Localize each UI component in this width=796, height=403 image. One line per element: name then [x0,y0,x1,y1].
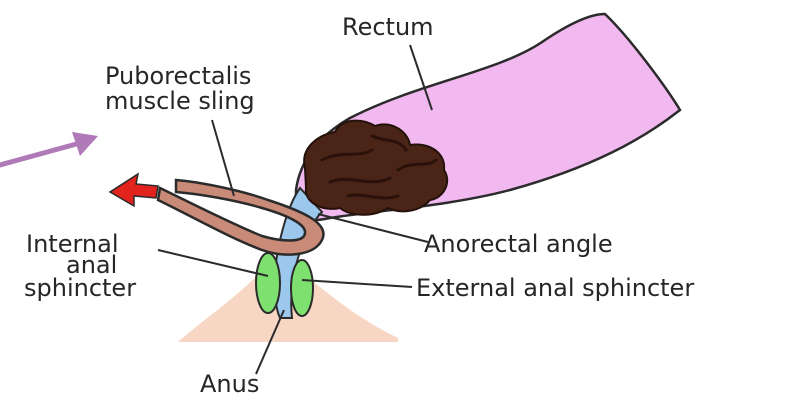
label-puborectalis-2: muscle sling [105,87,255,115]
label-puborectalis-1: Puborectalis [105,62,251,90]
label-rectum: Rectum [342,13,434,41]
label-anorectal-angle: Anorectal angle [424,230,613,258]
label-anus: Anus [200,370,259,398]
label-external-sphincter: External anal sphincter [416,274,694,302]
pull-direction-arrow [110,174,158,206]
label-internal-3: sphincter [24,274,136,302]
external-sphincter-left [256,253,280,313]
pointer-arrow-line [0,143,80,165]
external-sphincter-right [291,260,313,316]
